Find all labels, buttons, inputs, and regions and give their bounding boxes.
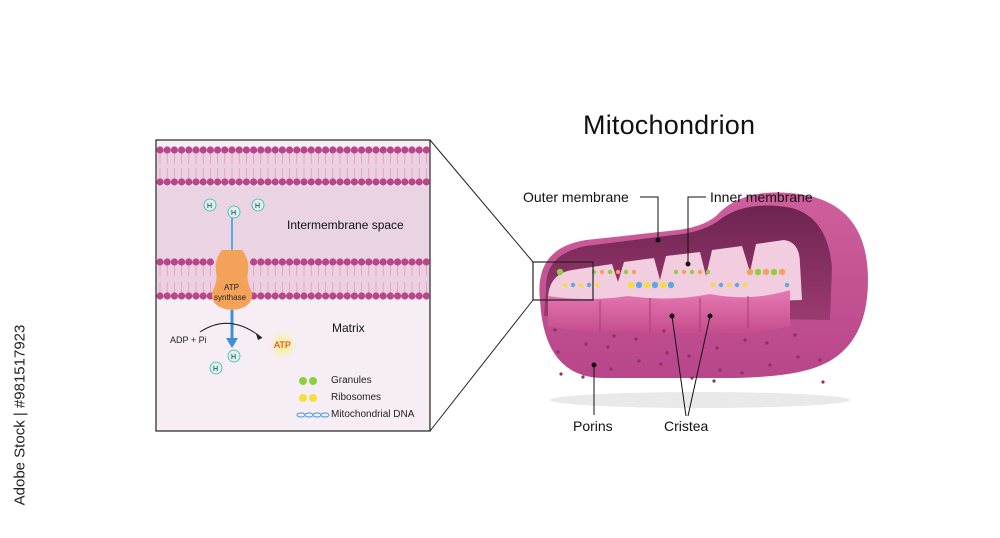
membrane-inset: H H H H H	[155, 139, 431, 432]
cristea-label: Cristea	[664, 418, 709, 434]
down-arrow-icon	[226, 338, 238, 348]
atp-synthase-label-2: synthase	[214, 293, 247, 302]
svg-text:H: H	[213, 366, 218, 373]
outer-membrane-label: Outer membrane	[523, 189, 629, 205]
legend-ribosomes: Ribosomes	[331, 392, 382, 403]
matrix-label: Matrix	[332, 321, 365, 335]
dna-icon	[296, 412, 330, 418]
porins-label: Porins	[573, 418, 613, 434]
legend-granules: Granules	[331, 375, 372, 386]
inner-membrane-label: Inner membrane	[710, 189, 813, 205]
legend-mitochondrial-dna: Mitochondrial DNA	[331, 409, 415, 420]
svg-text:H: H	[231, 354, 236, 361]
atp-synthase-icon	[211, 250, 253, 310]
svg-text:H: H	[255, 203, 260, 210]
atp-label: ATP	[274, 340, 291, 350]
reaction-arrow-icon	[199, 322, 263, 339]
intermembrane-space-label: Intermembrane space	[287, 218, 404, 232]
diagram-title: Mitochondrion	[583, 110, 756, 140]
svg-text:H: H	[207, 203, 212, 210]
adp-pi-label: ADP + Pi	[170, 335, 207, 345]
svg-text:H: H	[231, 210, 236, 217]
stock-watermark: Adobe Stock | #981517923	[11, 324, 29, 506]
mitochondrion-body	[532, 192, 868, 408]
atp-synthase-label-1: ATP	[224, 283, 239, 292]
